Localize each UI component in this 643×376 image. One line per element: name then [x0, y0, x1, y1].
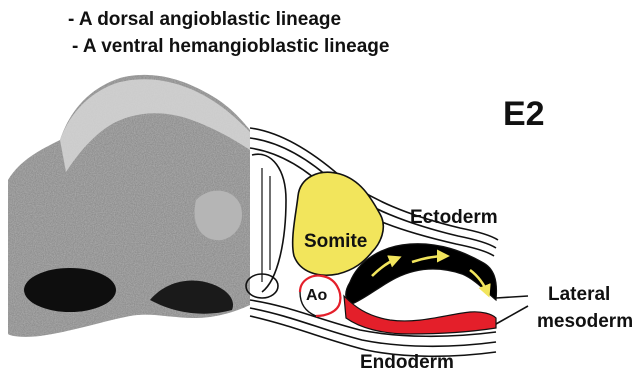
micrograph-lumen	[24, 268, 116, 312]
lateral-label: Lateral	[548, 284, 610, 306]
endoderm-label: Endoderm	[360, 352, 454, 374]
pointer-line-ventral	[496, 306, 528, 324]
pointer-line-dorsal	[496, 296, 528, 298]
aorta-label: Ao	[306, 287, 327, 305]
ectoderm-label: Ectoderm	[410, 207, 498, 229]
mesoderm-label: mesoderm	[537, 311, 633, 333]
micrograph-half	[8, 75, 250, 337]
somite-label: Somite	[304, 231, 367, 253]
ventral-lineage-band	[344, 296, 496, 334]
